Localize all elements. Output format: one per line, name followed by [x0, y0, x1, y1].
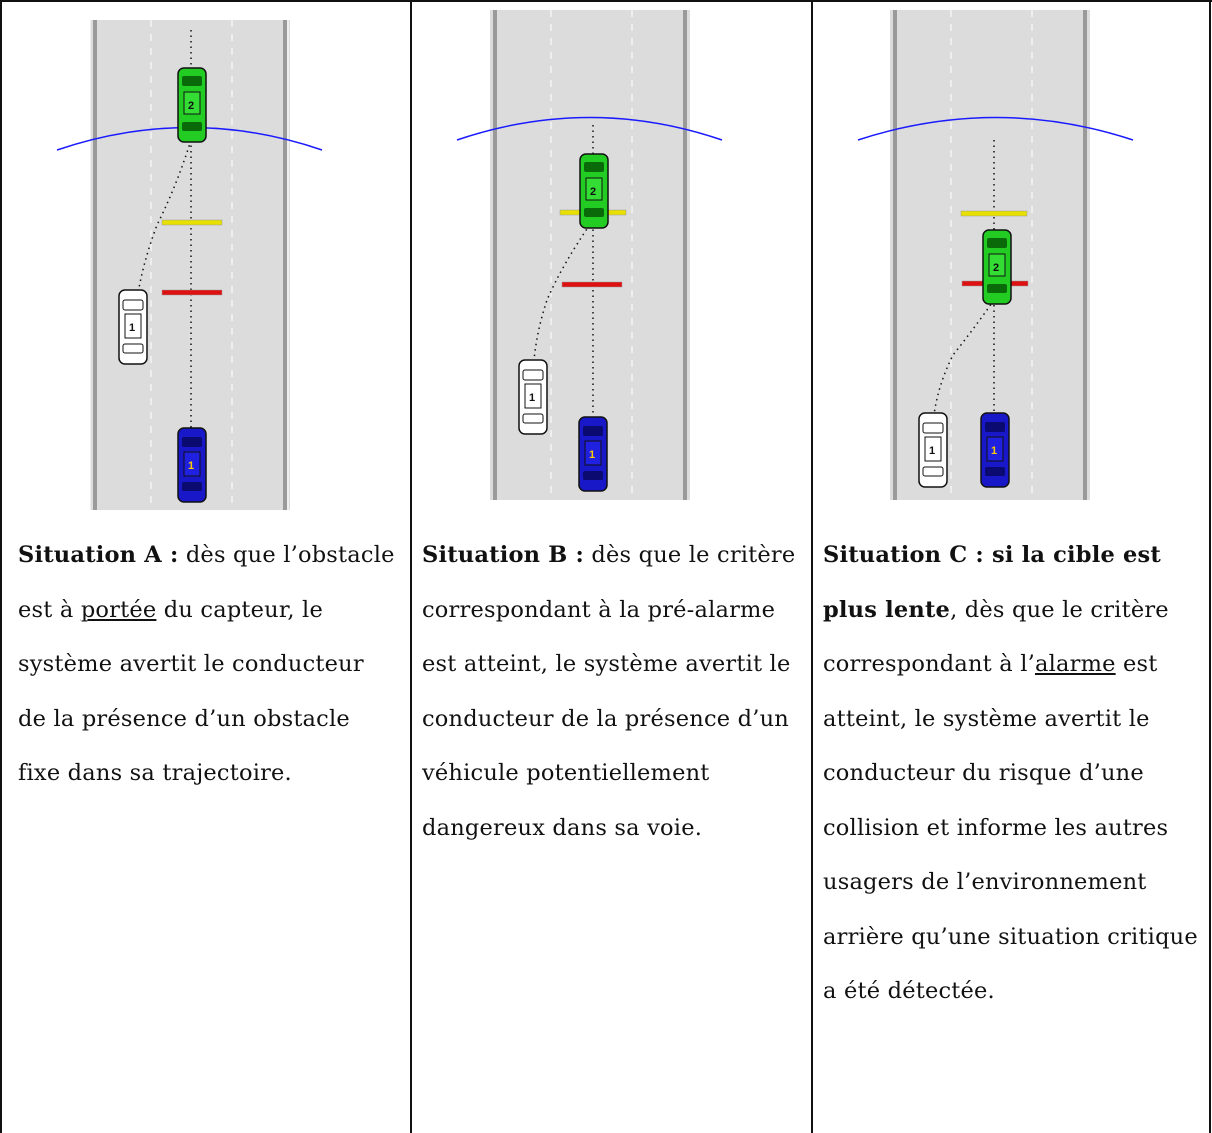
car-number: 1 — [991, 445, 997, 457]
car-number: 2 — [993, 262, 999, 274]
car-number: 1 — [589, 449, 595, 461]
prealarm-line — [960, 210, 1028, 217]
scene-situation-b: 2 1 1 — [456, 10, 723, 500]
prealarm-line — [161, 219, 223, 226]
car-number: 1 — [129, 322, 135, 334]
sensor-range-arc — [456, 116, 723, 141]
emphasized-condition: si la cible est plus lente — [823, 542, 1162, 623]
ego-car: 1 — [980, 412, 1010, 488]
road-edge-right — [283, 20, 287, 510]
caption-situation-a: Situation A : dès que l’obstacle est à p… — [18, 528, 396, 801]
alarm-line — [161, 289, 223, 296]
obstacle-car: 1 — [518, 359, 548, 435]
sensor-range-arc — [857, 116, 1134, 141]
road-edge-left — [493, 10, 497, 500]
target-car: 2 — [177, 67, 207, 143]
situation-label: Situation B : — [422, 542, 585, 568]
column-situation-c: 2 1 1 Situation C : si la cible est plus… — [813, 0, 1209, 1133]
car-number: 2 — [590, 186, 596, 198]
caption-text: du capteur, le système avertit le conduc… — [18, 596, 364, 787]
road-edge-right — [1083, 10, 1087, 500]
caption-text: dès que le critère correspondant à la pr… — [422, 542, 796, 841]
road-edge-left — [93, 20, 97, 510]
obstacle-trajectory — [533, 219, 594, 361]
column-situation-b: 2 1 1 Situation B : dès que le critère c… — [412, 0, 811, 1133]
road-edge-right — [683, 10, 687, 500]
obstacle-car: 1 — [118, 289, 148, 365]
situation-label: Situation A : — [18, 542, 179, 568]
target-car: 2 — [982, 229, 1012, 305]
table-top-border — [0, 0, 1212, 2]
column-divider-1 — [410, 0, 412, 1133]
car-number: 1 — [929, 445, 935, 457]
caption-text: dès que l’obstacle est à — [18, 542, 395, 623]
caption-situation-c: Situation C : si la cible est plus lente… — [823, 528, 1201, 1019]
table-right-border — [1209, 0, 1211, 1133]
scene-situation-c: 2 1 1 — [857, 10, 1134, 500]
situation-label: Situation C : — [823, 542, 992, 568]
scene-situation-a: 2 1 1 — [56, 20, 323, 510]
column-situation-a: 2 1 1 Situation A : dès que l’obstacle e… — [2, 0, 410, 1133]
ego-car: 1 — [177, 427, 207, 503]
car-number: 1 — [529, 392, 535, 404]
car-number: 1 — [188, 460, 194, 472]
caption-text: , dès que le critère correspondant à l’ — [823, 596, 1169, 678]
ego-car: 1 — [578, 416, 608, 492]
alarm-line — [561, 281, 623, 288]
caption-text: est atteint, le système avertit le condu… — [823, 651, 1198, 1004]
table-left-border — [0, 0, 2, 1133]
caption-situation-b: Situation B : dès que le critère corresp… — [422, 528, 802, 855]
road-edge-left — [893, 10, 897, 500]
underlined-term: alarme — [1034, 651, 1116, 677]
underlined-term: portée — [80, 596, 157, 623]
column-divider-2 — [811, 0, 813, 1133]
obstacle-car: 1 — [918, 412, 948, 488]
target-car: 2 — [579, 153, 609, 229]
car-number: 2 — [188, 100, 194, 112]
